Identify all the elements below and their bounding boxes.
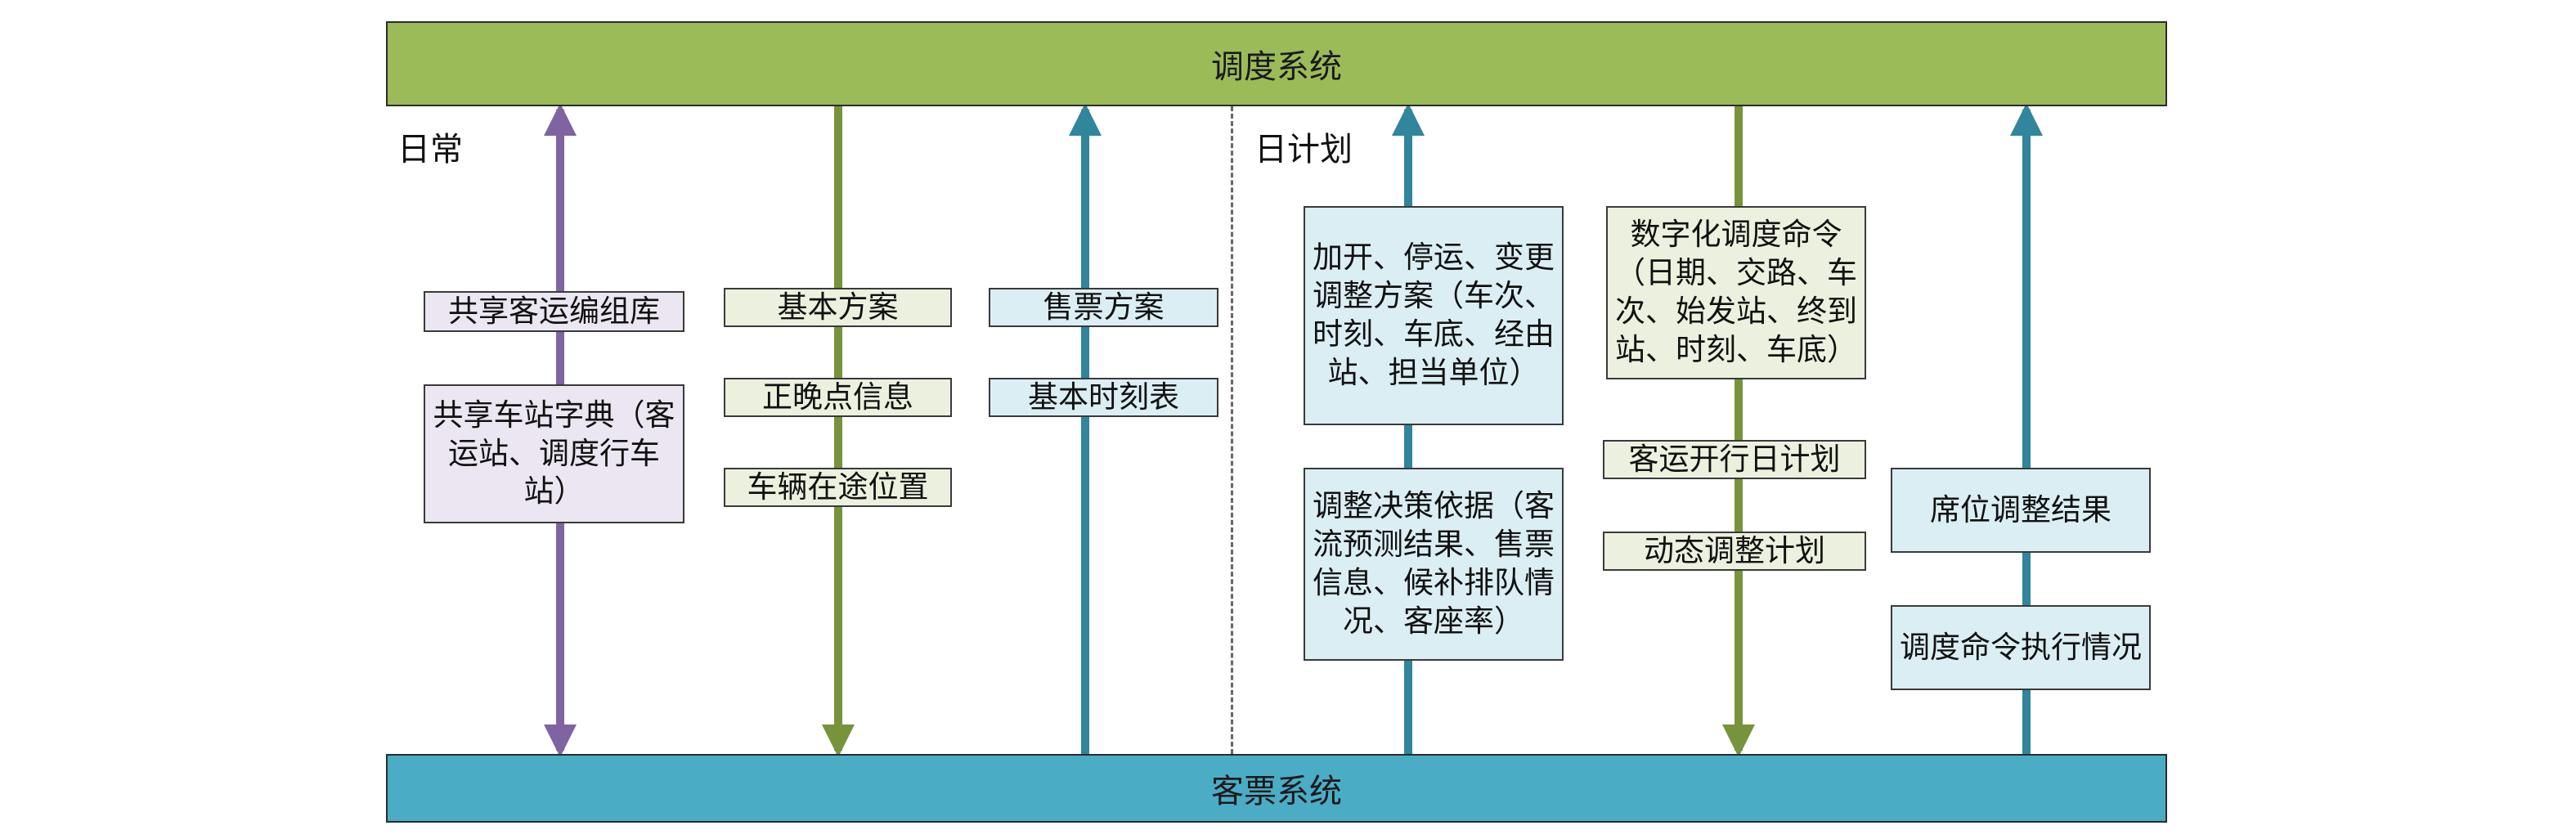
box-decision-basis: 调整决策依据（客流预测结果、售票信息、候补排队情况、客座率） xyxy=(1304,468,1564,661)
box-basic-scheme: 基本方案 xyxy=(724,288,952,327)
box-seat-adjust-result: 席位调整结果 xyxy=(1891,468,2151,553)
box-digital-command: 数字化调度命令（日期、交路、车次、始发站、终到站、时刻、车底） xyxy=(1606,206,1866,379)
box-ticketing-scheme: 售票方案 xyxy=(989,288,1218,327)
box-vehicle-position: 车辆在途位置 xyxy=(724,468,952,507)
box-command-execution: 调度命令执行情况 xyxy=(1891,605,2151,690)
box-ontime-info: 正晚点信息 xyxy=(724,378,952,417)
ticketing-system-bar: 客票系统 xyxy=(386,754,2167,823)
box-dynamic-adjust-plan: 动态调整计划 xyxy=(1603,532,1866,571)
section-label-daily: 日常 xyxy=(397,131,463,168)
box-shared-station-dict: 共享车站字典（客运站、调度行车站） xyxy=(424,384,684,523)
box-shared-consist-db: 共享客运编组库 xyxy=(424,291,684,332)
box-daily-operation-plan: 客运开行日计划 xyxy=(1603,440,1866,479)
section-label-daily-plan: 日计划 xyxy=(1254,131,1353,168)
box-basic-timetable: 基本时刻表 xyxy=(989,378,1218,417)
section-divider xyxy=(1231,106,1233,754)
box-adjustment-scheme: 加开、停运、变更调整方案（车次、时刻、车底、经由站、担当单位） xyxy=(1304,206,1564,425)
dispatch-system-bar: 调度系统 xyxy=(386,21,2167,106)
